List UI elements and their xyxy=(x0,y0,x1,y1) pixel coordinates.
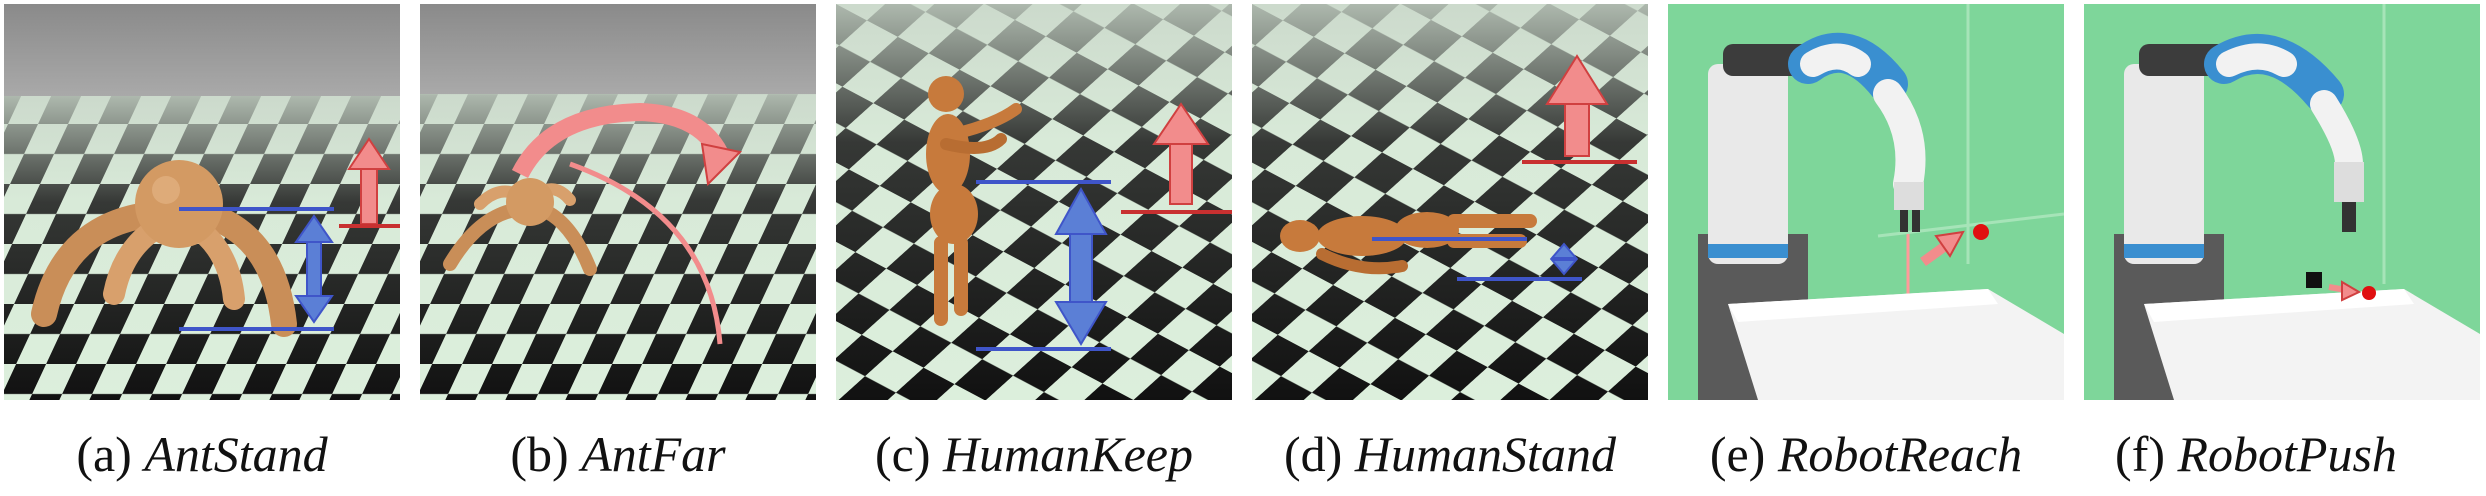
red-up-arrow xyxy=(1152,102,1210,205)
caption-name: RobotPush xyxy=(2177,426,2397,482)
caption-name: AntFar xyxy=(581,426,726,482)
panel-robotreach-image xyxy=(1668,4,2064,400)
target-ball xyxy=(2362,286,2376,300)
caption-name: HumanKeep xyxy=(943,426,1193,482)
caption-label: (a) xyxy=(76,426,132,482)
robotpush-scene xyxy=(2084,4,2480,400)
antfar-scene xyxy=(420,4,816,400)
humanoid-lying xyxy=(1280,212,1537,275)
caption-name: AntStand xyxy=(144,426,328,482)
panel-humankeep-image xyxy=(836,4,1232,400)
caption-name: RobotReach xyxy=(1777,426,2023,482)
caption-antstand: (a) AntStand xyxy=(0,424,432,484)
panel-humanstand-image xyxy=(1252,4,1648,400)
red-up-arrow xyxy=(1545,54,1609,157)
ant-robot xyxy=(31,160,297,337)
humankeep-scene xyxy=(836,4,1232,400)
push-block xyxy=(2306,272,2322,288)
caption-label: (c) xyxy=(875,426,931,482)
caption-robotreach: (e) RobotReach xyxy=(1636,424,2096,484)
humanoid-figure xyxy=(926,76,1022,326)
blue-height-arrow xyxy=(294,214,334,324)
caption-antfar: (b) AntFar xyxy=(388,424,848,484)
panel-robotpush-image xyxy=(2084,4,2480,400)
humanstand-scene xyxy=(1252,4,1648,400)
caption-humanstand: (d) HumanStand xyxy=(1220,424,1680,484)
red-up-arrow xyxy=(347,137,391,225)
red-push-arrow xyxy=(2328,280,2362,302)
caption-label: (f) xyxy=(2115,426,2165,482)
red-curved-arrow xyxy=(511,102,743,345)
robotreach-scene xyxy=(1668,4,2064,400)
red-reach-arrow xyxy=(1920,230,1965,267)
caption-label: (d) xyxy=(1284,426,1343,482)
panel-antfar-image xyxy=(420,4,816,400)
caption-label: (e) xyxy=(1709,426,1766,482)
caption-label: (b) xyxy=(510,426,569,482)
caption-robotpush: (f) RobotPush xyxy=(2026,424,2486,484)
blue-height-arrow xyxy=(1054,186,1108,346)
target-ball xyxy=(1973,224,1989,240)
caption-humankeep: (c) HumanKeep xyxy=(804,424,1264,484)
ant-robot xyxy=(443,178,597,276)
antstand-scene xyxy=(4,4,400,400)
blue-height-arrow xyxy=(1549,242,1579,276)
panel-antstand-image xyxy=(4,4,400,400)
caption-name: HumanStand xyxy=(1354,426,1616,482)
